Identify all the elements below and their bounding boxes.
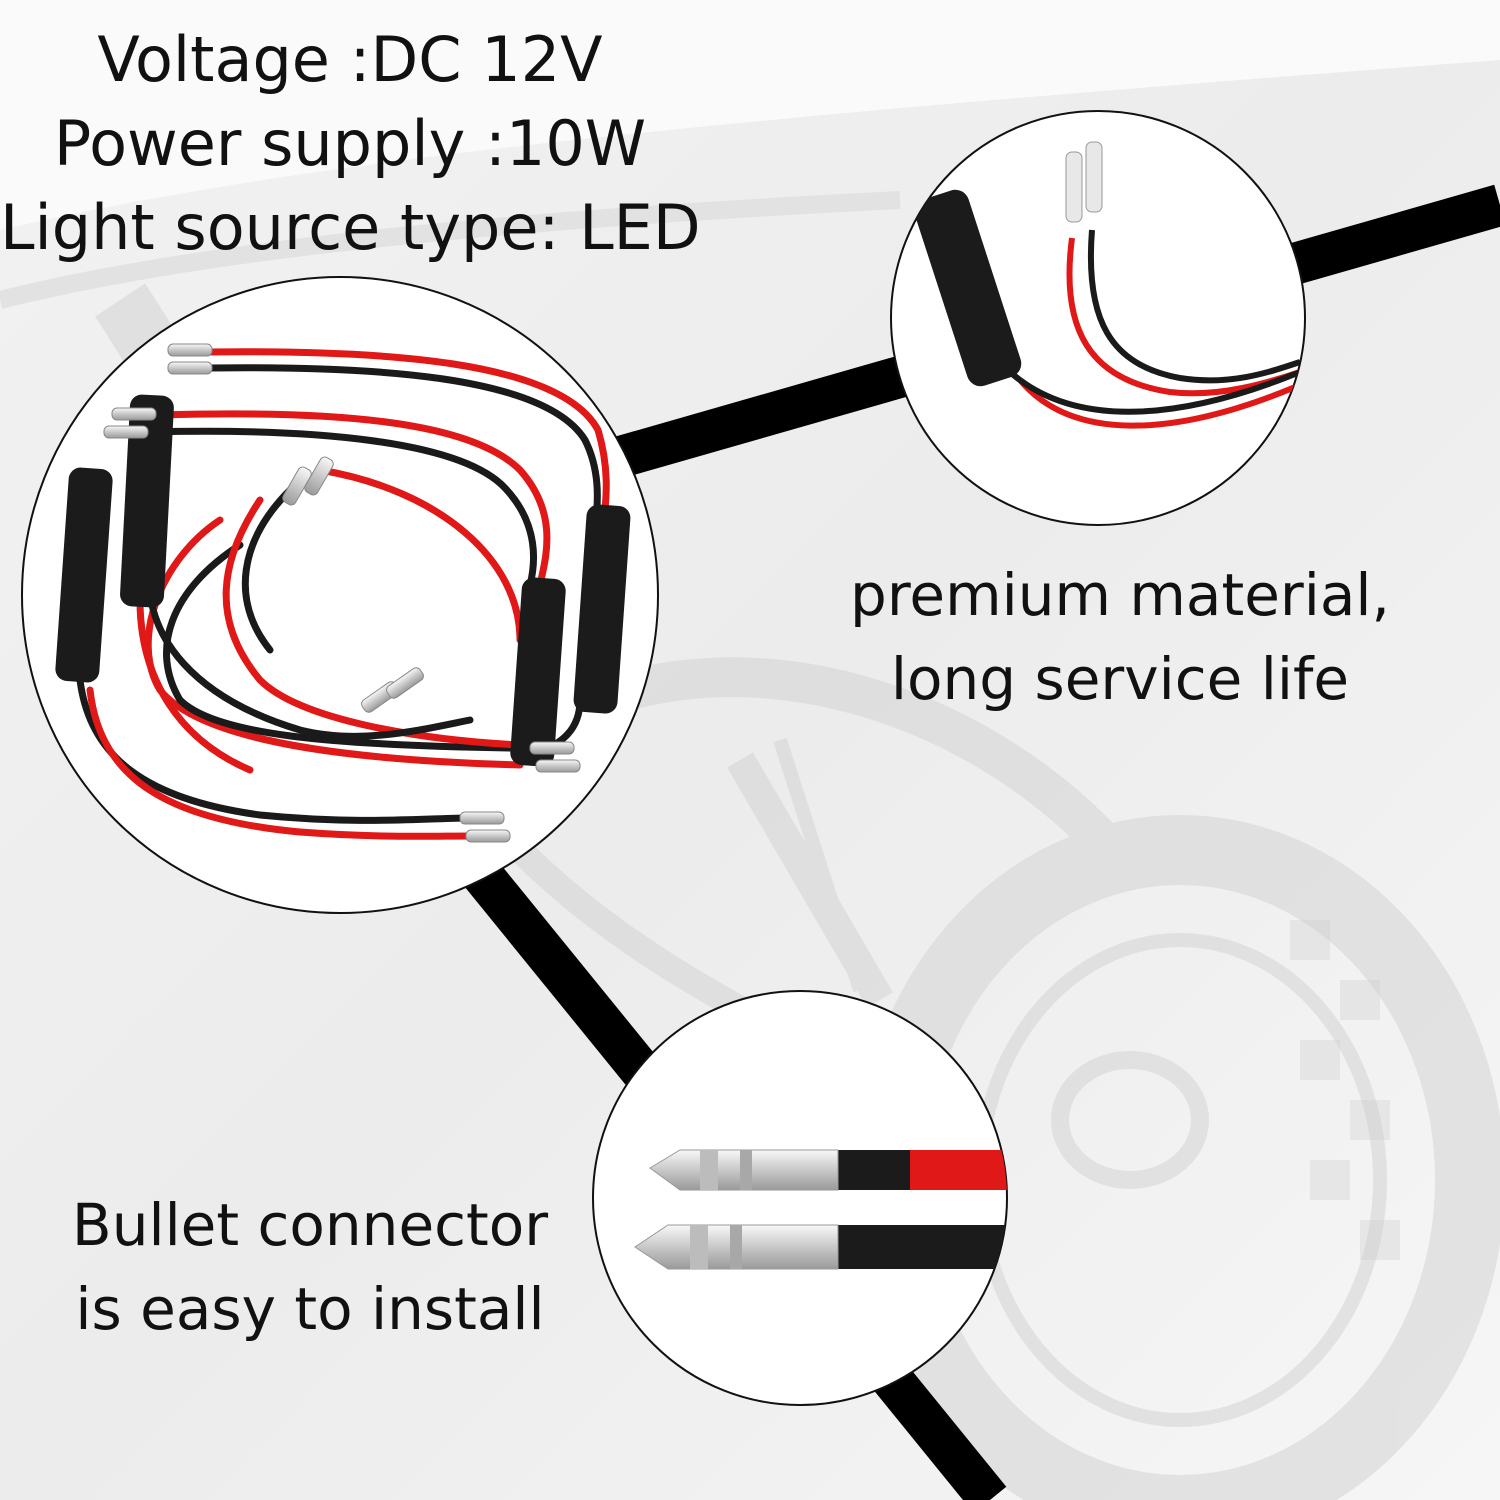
product-overview-circle [21,276,659,914]
bullet-connector-caption: Bullet connector is easy to install [40,1183,580,1351]
premium-caption-line2: long service life [890,645,1350,713]
resistor-closeup-circle [890,110,1306,526]
spec-light-source: Light source type: LED [0,191,701,264]
spec-power: Power supply :10W [53,107,647,180]
premium-caption-line1: premium material, [850,561,1390,629]
bullet-connector-closeup-circle [592,990,1008,1406]
bullet-caption-line2: is easy to install [75,1275,545,1343]
spec-voltage: Voltage :DC 12V [97,23,603,96]
premium-material-caption: premium material, long service life [840,553,1400,721]
spec-list: Voltage :DC 12V Power supply :10W Light … [0,18,701,270]
bullet-caption-line1: Bullet connector [71,1191,549,1259]
